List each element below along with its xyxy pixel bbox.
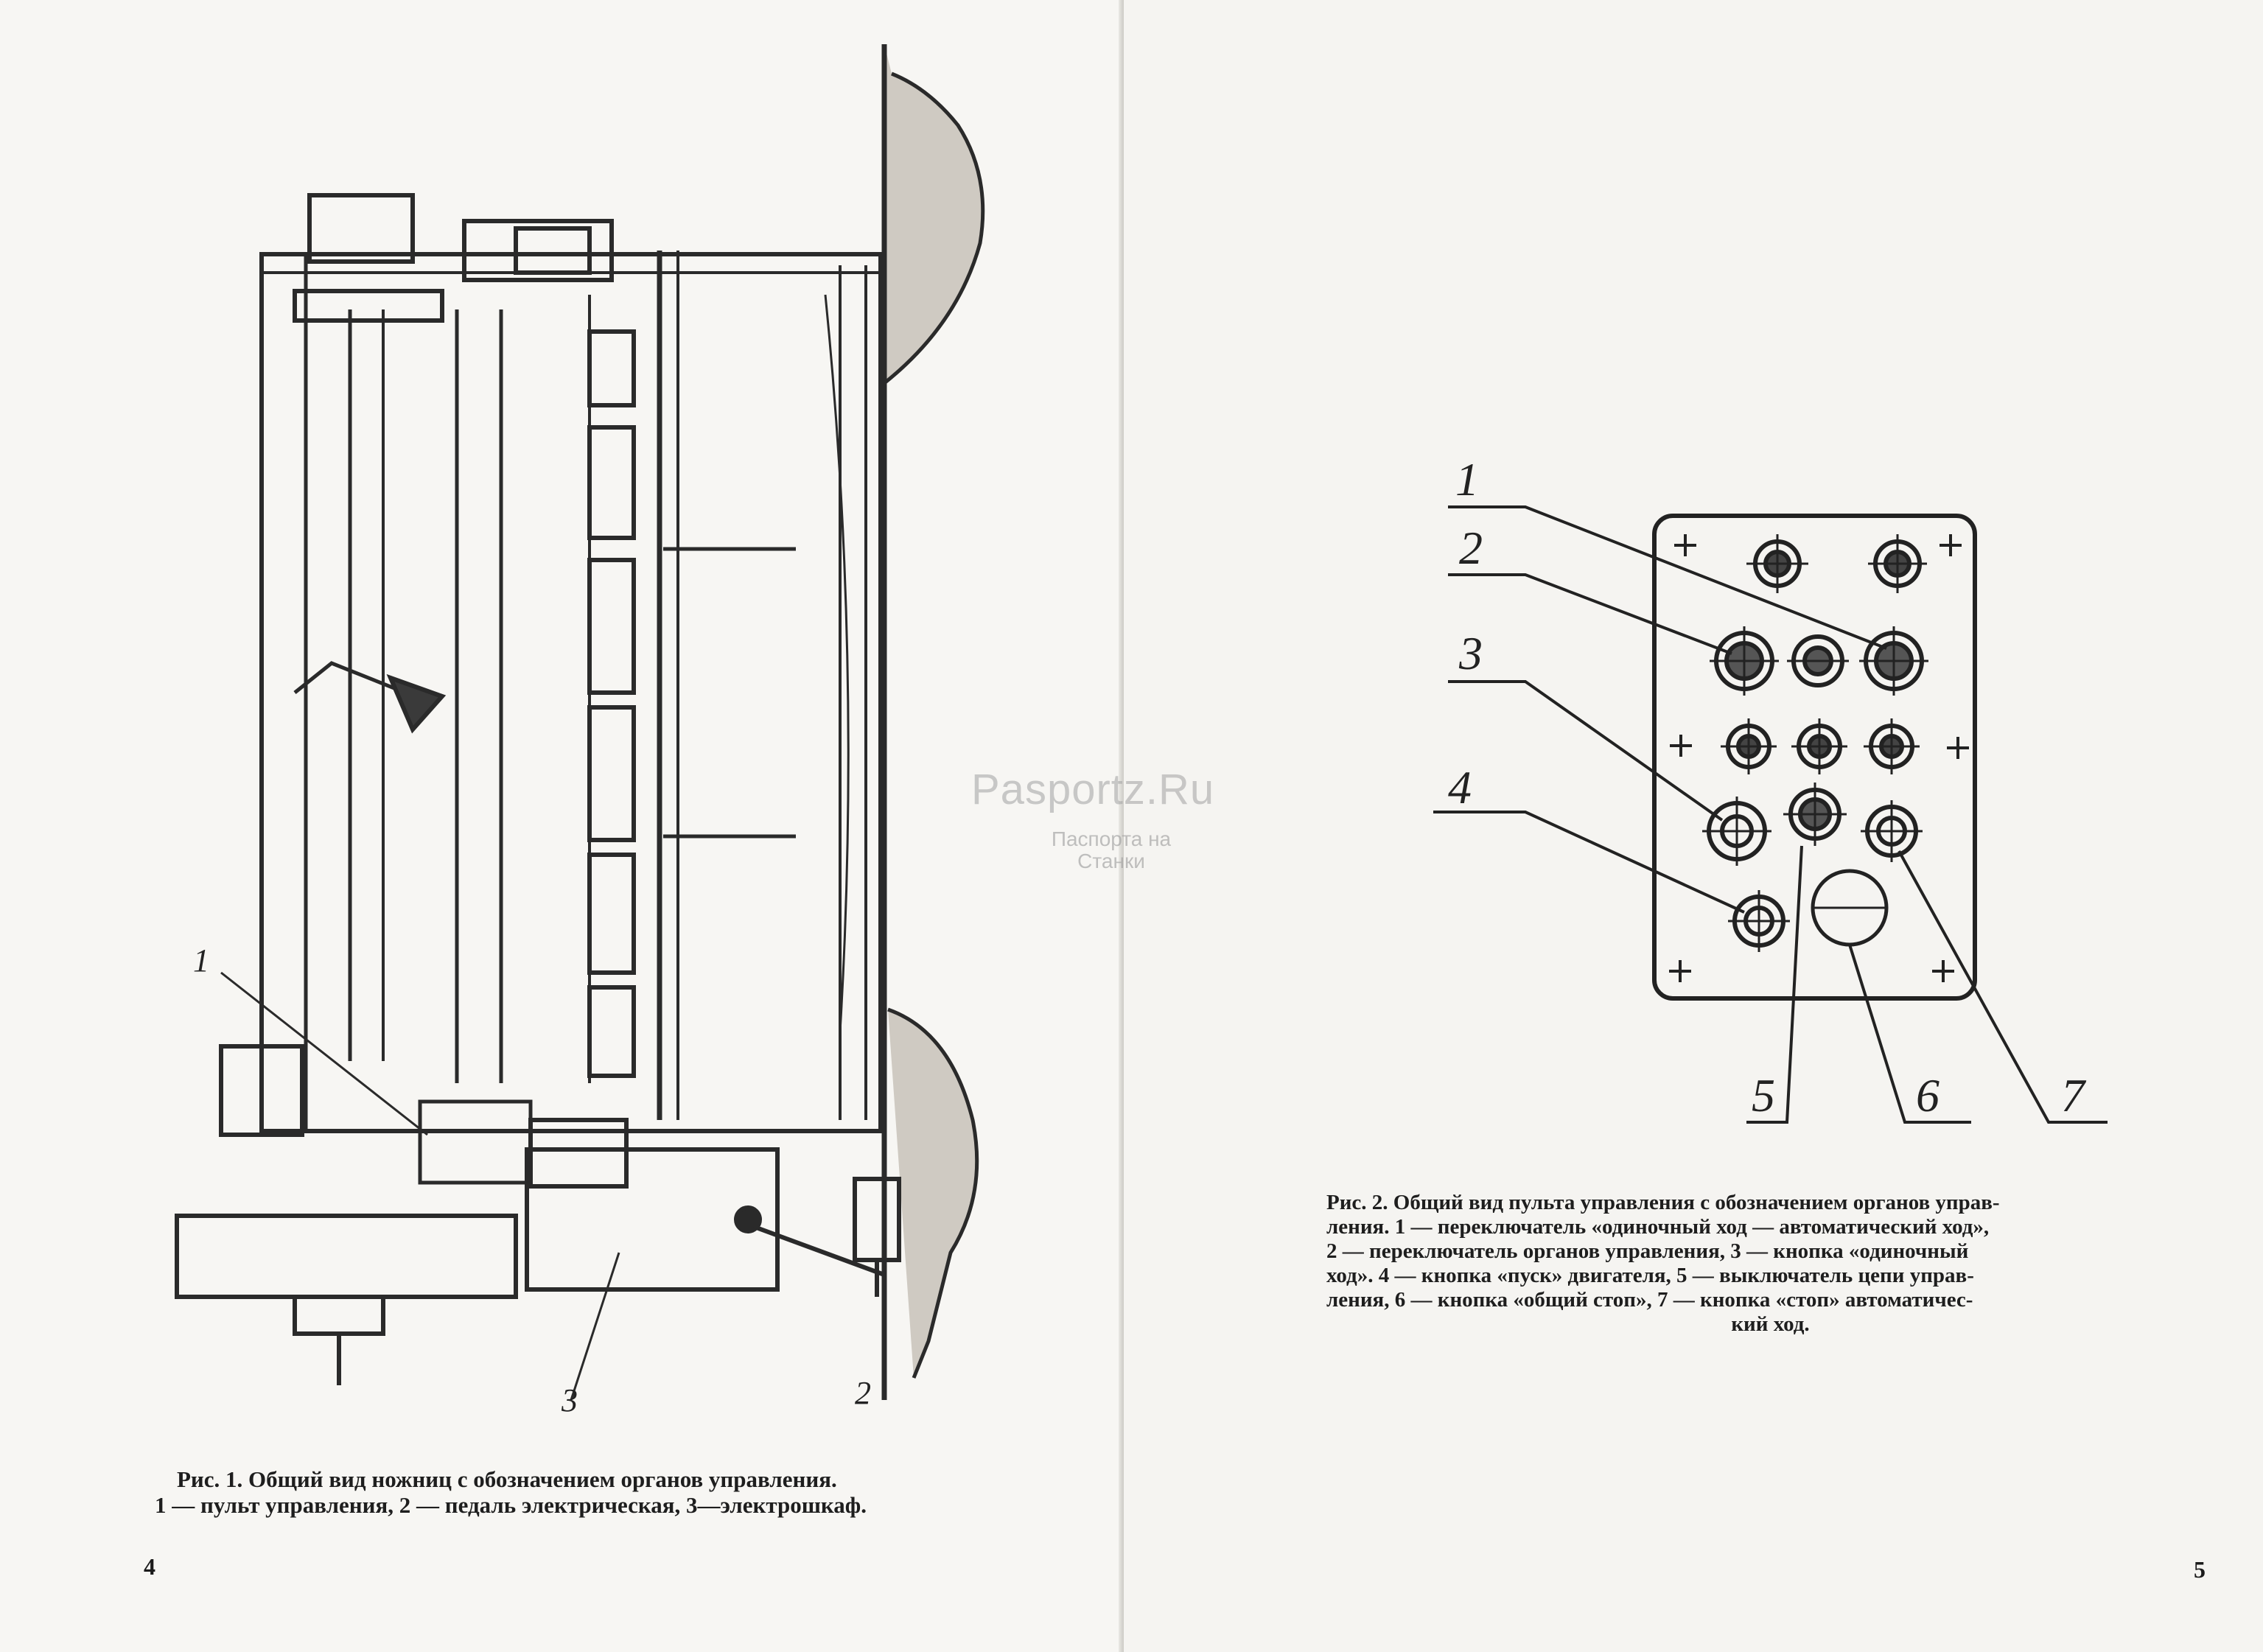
figure-2-caption-line1: Рис. 2. Общий вид пульта управления с об… — [1326, 1191, 2000, 1214]
figure-1-shears-drawing: 1 3 2 — [175, 44, 985, 1418]
panel-buttons — [1702, 534, 1928, 952]
figure-2-caption-line5: ления, 6 — кнопка «общий стоп», 7 — кноп… — [1326, 1288, 1973, 1312]
figure-1-caption-line2: 1 — пульт управления, 2 — педаль электри… — [155, 1492, 867, 1518]
figure-1-caption: Рис. 1. Общий вид ножниц с обозначением … — [155, 1466, 1054, 1518]
callout-7: 7 — [2061, 1069, 2087, 1121]
callout-3-fig1: 3 — [561, 1382, 578, 1418]
page-number-left: 4 — [144, 1553, 155, 1580]
watermark-site: Pasportz.Ru — [971, 766, 1215, 813]
figure-2-caption-line4: ход». 4 — кнопка «пуск» двигателя, 5 — в… — [1326, 1264, 1974, 1287]
callout-2: 2 — [1459, 522, 1483, 574]
watermark-line2: Станки — [1077, 850, 1145, 872]
callout-1: 1 — [1455, 453, 1479, 505]
callout-6: 6 — [1916, 1069, 1940, 1121]
left-page: 1 3 2 Рис. 1. Общий вид ножниц с обознач… — [0, 0, 1124, 1652]
watermark-line1: Паспорта на — [1051, 827, 1172, 850]
figure-2-caption-line3: 2 — переключатель органов управления, 3 … — [1326, 1239, 1969, 1263]
figure-1-caption-line1: Рис. 1. Общий вид ножниц с обозначением … — [177, 1466, 837, 1492]
figure-2-caption-line6: кий ход. — [1731, 1312, 1810, 1336]
figure-2-caption: Рис. 2. Общий вид пульта управления с об… — [1326, 1191, 2214, 1337]
callout-2-fig1: 2 — [855, 1375, 871, 1411]
callout-3: 3 — [1458, 627, 1483, 679]
callout-5: 5 — [1752, 1069, 1775, 1121]
page-number-right: 5 — [2194, 1556, 2206, 1583]
right-page: 1 2 3 4 5 6 7 Рис. 2. Общий вид пульта у… — [1124, 0, 2263, 1652]
watermark-subtitle: Паспорта на Станки — [1038, 828, 1185, 872]
figure-2-caption-line2: ления. 1 — переключатель «одиночный ход … — [1326, 1215, 1990, 1239]
callout-1-fig1: 1 — [193, 942, 209, 979]
callout-4: 4 — [1448, 761, 1472, 813]
figure-2-control-panel-drawing: 1 2 3 4 5 6 7 — [1433, 453, 2108, 1124]
